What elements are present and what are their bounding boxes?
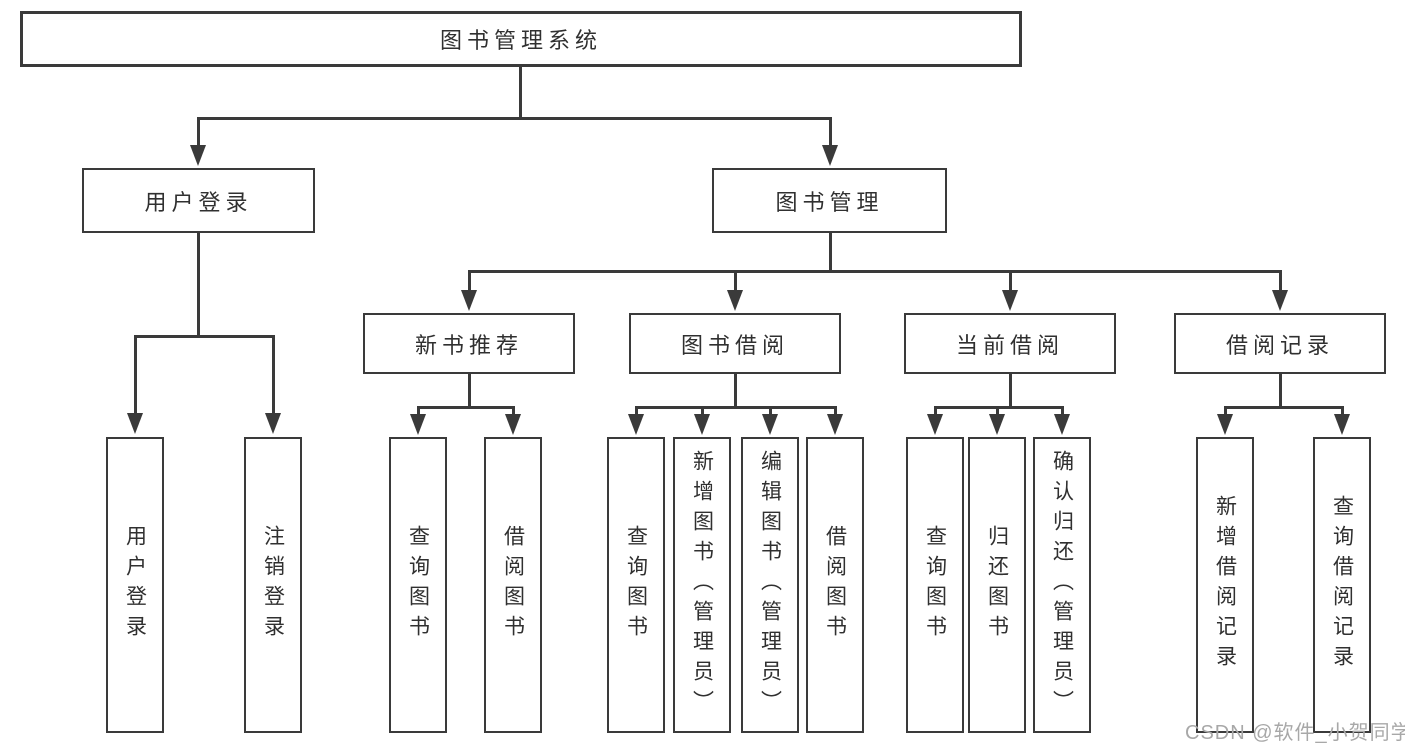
connector-line bbox=[733, 374, 737, 407]
leaf-query-books-current: 查询图书 bbox=[906, 437, 964, 733]
leaf-query-borrow-record: 查询借阅记录 bbox=[1313, 437, 1371, 733]
connector-arrowhead bbox=[1002, 290, 1018, 311]
connector-line bbox=[1223, 405, 1344, 409]
leaf-query-books-recommend-label: 查询图书 bbox=[406, 525, 430, 645]
connector-line bbox=[467, 269, 1282, 273]
leaf-borrow-books-recommend: 借阅图书 bbox=[484, 437, 542, 733]
connector-arrowhead bbox=[410, 414, 426, 435]
connector-arrowhead bbox=[927, 414, 943, 435]
connector-arrowhead bbox=[1217, 414, 1233, 435]
connector-line bbox=[518, 67, 522, 118]
connector-line bbox=[733, 271, 737, 293]
connector-line bbox=[511, 407, 515, 417]
node-root-system: 图书管理系统 bbox=[20, 11, 1022, 67]
connector-line bbox=[828, 118, 832, 148]
leaf-confirm-return-admin-label: 确认归还（管理员） bbox=[1050, 450, 1074, 720]
connector-line bbox=[634, 407, 638, 417]
connector-line bbox=[1060, 407, 1064, 417]
connector-arrowhead bbox=[822, 145, 838, 166]
node-root-label: 图书管理系统 bbox=[439, 28, 602, 53]
leaf-query-books-recommend: 查询图书 bbox=[389, 437, 447, 733]
node-book-management: 图书管理 bbox=[712, 168, 947, 233]
node-borrowing-records-label: 借阅记录 bbox=[1225, 332, 1334, 358]
connector-arrowhead bbox=[190, 145, 206, 166]
connector-arrowhead bbox=[461, 290, 477, 311]
connector-line bbox=[1223, 407, 1227, 417]
connector-line bbox=[768, 407, 772, 417]
connector-arrowhead bbox=[989, 414, 1005, 435]
connector-line bbox=[634, 405, 837, 409]
connector-line bbox=[1008, 374, 1012, 407]
connector-line bbox=[995, 407, 999, 417]
node-new-book-recommend: 新书推荐 bbox=[363, 313, 575, 374]
leaf-return-books-label: 归还图书 bbox=[985, 525, 1009, 645]
node-current-borrowing: 当前借阅 bbox=[904, 313, 1116, 374]
leaf-user-login: 用户登录 bbox=[106, 437, 164, 733]
node-current-borrowing-label: 当前借阅 bbox=[955, 332, 1064, 358]
connector-line bbox=[196, 233, 200, 336]
leaf-user-login-label: 用户登录 bbox=[123, 525, 147, 645]
leaf-logout: 注销登录 bbox=[244, 437, 302, 733]
leaf-query-books-borrowing: 查询图书 bbox=[607, 437, 665, 733]
leaf-query-borrow-record-label: 查询借阅记录 bbox=[1330, 495, 1354, 675]
connector-line bbox=[133, 336, 137, 415]
connector-line bbox=[933, 407, 937, 417]
connector-line bbox=[1278, 374, 1282, 407]
connector-line bbox=[467, 374, 471, 407]
connector-line bbox=[467, 271, 471, 293]
connector-line bbox=[133, 334, 275, 338]
connector-line bbox=[1340, 407, 1344, 417]
connector-arrowhead bbox=[127, 413, 143, 434]
leaf-edit-book-admin: 编辑图书（管理员） bbox=[741, 437, 799, 733]
leaf-borrow-books-borrowing: 借阅图书 bbox=[806, 437, 864, 733]
connector-line bbox=[416, 405, 515, 409]
leaf-logout-label: 注销登录 bbox=[261, 525, 285, 645]
connector-line bbox=[416, 407, 420, 417]
connector-arrowhead bbox=[1272, 290, 1288, 311]
leaf-query-books-current-label: 查询图书 bbox=[923, 525, 947, 645]
connector-line bbox=[1008, 271, 1012, 293]
node-book-borrowing-label: 图书借阅 bbox=[680, 332, 789, 358]
connector-arrowhead bbox=[827, 414, 843, 435]
connector-arrowhead bbox=[505, 414, 521, 435]
leaf-add-borrow-record-label: 新增借阅记录 bbox=[1213, 495, 1237, 675]
node-user-login: 用户登录 bbox=[82, 168, 315, 233]
connector-line bbox=[700, 407, 704, 417]
connector-arrowhead bbox=[265, 413, 281, 434]
leaf-add-borrow-record: 新增借阅记录 bbox=[1196, 437, 1254, 733]
node-book-borrowing: 图书借阅 bbox=[629, 313, 841, 374]
node-user-login-label: 用户登录 bbox=[144, 189, 253, 215]
connector-line bbox=[196, 116, 832, 120]
connector-line bbox=[196, 118, 200, 148]
leaf-borrow-books-borrowing-label: 借阅图书 bbox=[823, 525, 847, 645]
connector-arrowhead bbox=[727, 290, 743, 311]
node-book-management-label: 图书管理 bbox=[775, 189, 884, 215]
connector-arrowhead bbox=[628, 414, 644, 435]
connector-line bbox=[828, 233, 832, 271]
connector-line bbox=[933, 405, 1064, 409]
connector-arrowhead bbox=[1054, 414, 1070, 435]
leaf-add-book-admin-label: 新增图书（管理员） bbox=[690, 450, 714, 720]
connector-line bbox=[833, 407, 837, 417]
node-new-book-recommend-label: 新书推荐 bbox=[414, 332, 523, 358]
leaf-return-books: 归还图书 bbox=[968, 437, 1026, 733]
csdn-watermark: CSDN @软件_小贺同学 bbox=[1185, 722, 1405, 744]
leaf-add-book-admin: 新增图书（管理员） bbox=[673, 437, 731, 733]
leaf-confirm-return-admin: 确认归还（管理员） bbox=[1033, 437, 1091, 733]
connector-line bbox=[1278, 271, 1282, 293]
leaf-query-books-borrowing-label: 查询图书 bbox=[624, 525, 648, 645]
connector-arrowhead bbox=[694, 414, 710, 435]
connector-arrowhead bbox=[762, 414, 778, 435]
connector-arrowhead bbox=[1334, 414, 1350, 435]
leaf-edit-book-admin-label: 编辑图书（管理员） bbox=[758, 450, 782, 720]
connector-line bbox=[271, 336, 275, 415]
node-borrowing-records: 借阅记录 bbox=[1174, 313, 1386, 374]
leaf-borrow-books-recommend-label: 借阅图书 bbox=[501, 525, 525, 645]
